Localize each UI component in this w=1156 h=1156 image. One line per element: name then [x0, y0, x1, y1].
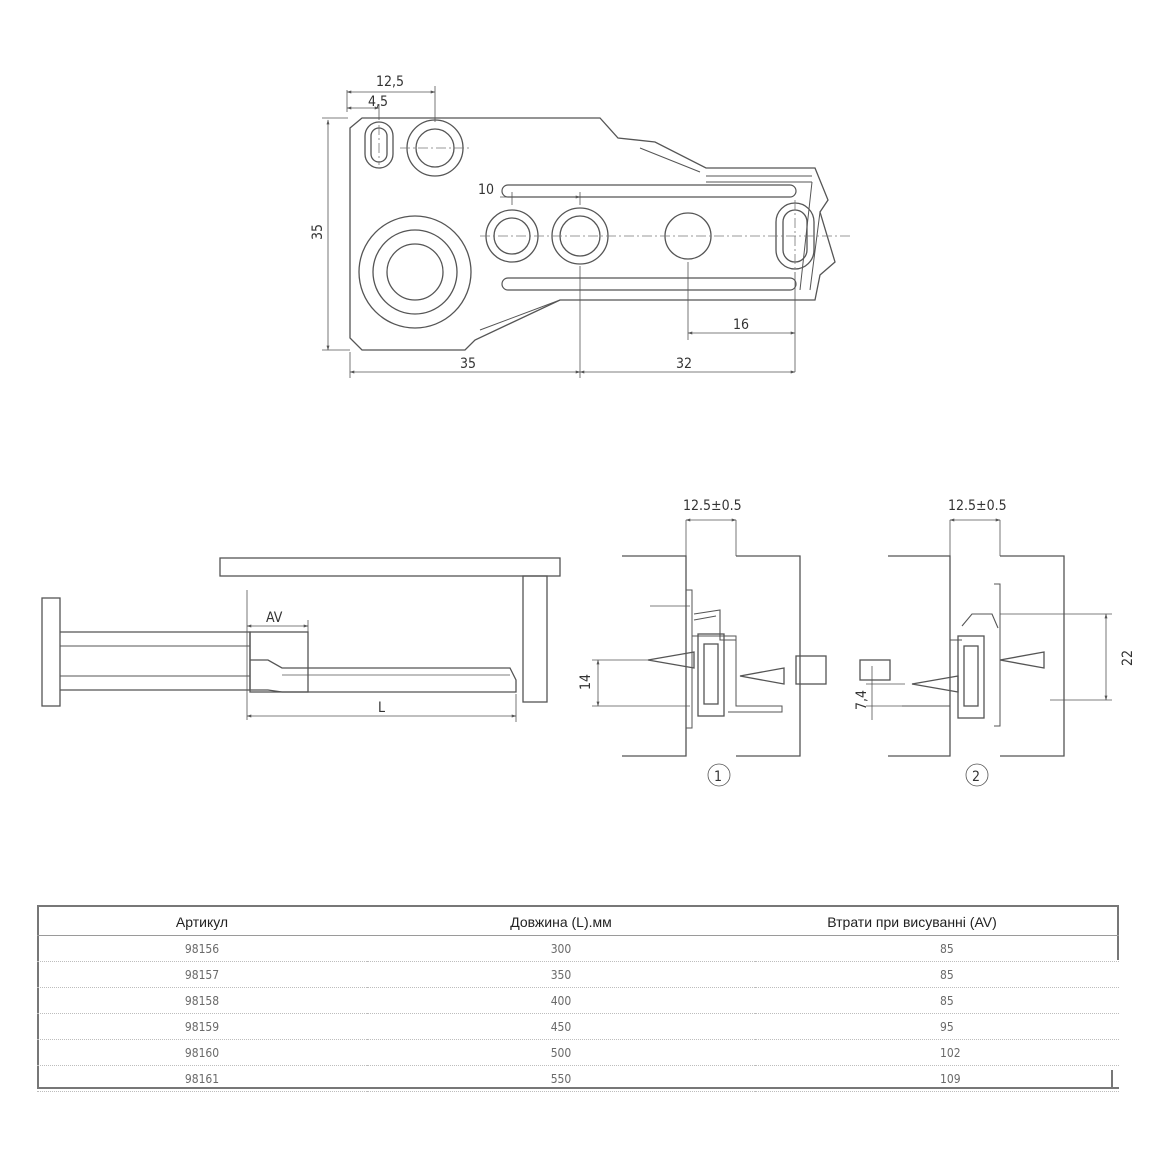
- header-loss: Втрати при висуванні (AV): [755, 905, 1119, 936]
- cell-length: 400: [367, 987, 755, 1014]
- table-row: 98158 400 85: [37, 987, 1119, 1014]
- cell-article: 98161: [37, 1065, 367, 1092]
- dim-12-5: 12,5: [376, 74, 404, 90]
- section-1-view: [622, 555, 827, 757]
- section-2-view: [859, 555, 1065, 757]
- dimension-lines-top: [322, 86, 796, 378]
- specs-table: Артикул Довжина (L).мм Втрати при висува…: [37, 905, 1119, 1092]
- technical-drawing: 12,5 4,5 10 35 16 35 32 AV L: [41, 74, 1136, 787]
- cell-loss: 85: [755, 935, 1119, 962]
- table-row: 98161 550 109: [37, 1065, 1119, 1092]
- section-2-gap-dim: 12.5±0.5: [948, 498, 1007, 514]
- table-row: 98156 300 85: [37, 935, 1119, 962]
- cell-length: 550: [367, 1065, 755, 1092]
- section-2-marker: 2: [972, 769, 980, 785]
- cell-length: 350: [367, 961, 755, 988]
- label-av: AV: [266, 610, 283, 626]
- cell-article: 98158: [37, 987, 367, 1014]
- section-1-dims: [592, 518, 737, 787]
- cell-article: 98159: [37, 1013, 367, 1040]
- table-row: 98160 500 102: [37, 1039, 1119, 1066]
- cell-article: 98157: [37, 961, 367, 988]
- dim-35-vertical: 35: [310, 224, 326, 240]
- slide-side-view: [41, 557, 561, 707]
- bracket-top-view: [349, 117, 836, 351]
- cell-article: 98160: [37, 1039, 367, 1066]
- section-1-marker: 1: [714, 769, 722, 785]
- cell-loss: 102: [755, 1039, 1119, 1066]
- section-2-dim-22: 22: [1120, 650, 1136, 666]
- center-lines: [378, 125, 850, 272]
- cell-article: 98156: [37, 935, 367, 962]
- cell-loss: 85: [755, 987, 1119, 1014]
- header-article: Артикул: [37, 905, 367, 936]
- cell-loss: 109: [755, 1065, 1119, 1092]
- section-1-gap-dim: 12.5±0.5: [683, 498, 742, 514]
- cell-length: 500: [367, 1039, 755, 1066]
- dim-32: 32: [676, 356, 692, 372]
- side-dimensions: [246, 590, 517, 722]
- cell-length: 300: [367, 935, 755, 962]
- section-2-dim-7-4: 7,4: [854, 690, 870, 710]
- cell-loss: 85: [755, 961, 1119, 988]
- specs-table-wrap: Артикул Довжина (L).мм Втрати при висува…: [37, 905, 1119, 1092]
- dim-4-5: 4,5: [368, 94, 388, 110]
- cell-length: 450: [367, 1013, 755, 1040]
- cell-loss: 95: [755, 1013, 1119, 1040]
- dim-16: 16: [733, 317, 749, 333]
- table-row: 98159 450 95: [37, 1013, 1119, 1040]
- table-row: 98157 350 85: [37, 961, 1119, 988]
- header-length: Довжина (L).мм: [367, 905, 755, 936]
- section-2-dims: [866, 518, 1112, 787]
- section-1-dim-14: 14: [578, 674, 594, 690]
- dim-35-bottom: 35: [460, 356, 476, 372]
- label-l: L: [378, 700, 385, 716]
- table-header-row: Артикул Довжина (L).мм Втрати при висува…: [37, 905, 1119, 936]
- dim-10: 10: [478, 182, 494, 198]
